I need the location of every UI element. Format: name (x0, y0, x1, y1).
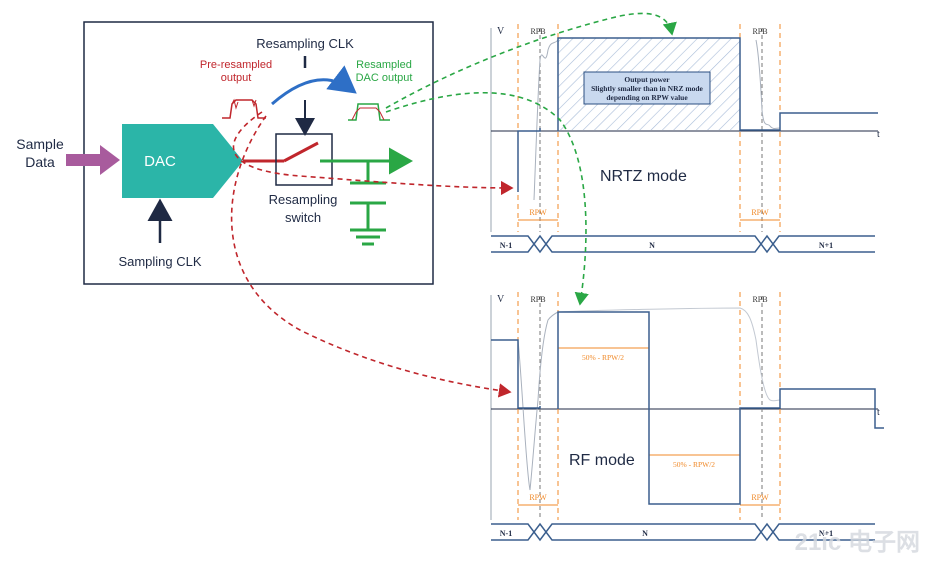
nrtz-transient-1 (533, 39, 559, 201)
nrtz-output-power-box (583, 71, 711, 105)
connector-arrows (230, 12, 677, 398)
resampling-curve-arrow (271, 65, 357, 106)
rf-signal (491, 311, 884, 505)
nrtz-signal (517, 37, 878, 192)
rf-mode-label: RF mode (569, 452, 635, 469)
pre-resampled-label-1: Pre-resampled (200, 59, 272, 71)
rf-t-label: t (877, 407, 880, 418)
sample-data-arrow (66, 145, 120, 175)
rf-bus-top (491, 523, 875, 542)
sampling-clk-label: Sampling CLK (118, 254, 201, 269)
nrtz-rpw-label-2: RPW (751, 208, 769, 217)
nrtz-output-power-line-2: Slightly smaller than in NRZ mode (591, 84, 703, 93)
nrtz-rpb-label-2: RPB (752, 27, 767, 36)
rf-half-label-1: 50% - RPW/2 (582, 353, 624, 362)
resampling-switch-label-1: Resampling (269, 192, 338, 207)
rf-seg-prev: N-1 (500, 529, 512, 538)
rf-v-label: V (497, 294, 505, 305)
watermark: 21ic 电子网 (795, 529, 920, 556)
nrtz-v-label: V (497, 26, 505, 37)
resampled-waveform (348, 103, 390, 121)
dac-label: DAC (144, 153, 176, 170)
nrtz-bus-top (491, 235, 875, 254)
resampling-clk-label: Resampling CLK (256, 36, 354, 51)
rf-rpw-label-2: RPW (751, 493, 769, 502)
nrtz-rpb-label-1: RPB (530, 27, 545, 36)
red-arrow-to-nrtz (232, 111, 514, 196)
rf-seg-next: N+1 (819, 529, 833, 538)
nrtz-seg-cur: N (649, 241, 655, 250)
rf-half-label-2: 50% - RPW/2 (673, 460, 715, 469)
nrtz-transient-2 (755, 39, 781, 129)
nrtz-rpw-label-1: RPW (529, 208, 547, 217)
rf-bus-bottom (491, 522, 875, 541)
nrtz-output-power-line-1: Output power (624, 75, 670, 84)
sample-data-label-2: Data (25, 154, 55, 170)
pre-resampled-waveform (222, 99, 266, 119)
nrtz-mode-label: NRTZ mode (600, 168, 687, 185)
pre-resampled-waveform-ripple (231, 98, 257, 110)
nrtz-panel: V t RPB RPB RPW RPW Output power Slightl… (490, 24, 880, 254)
nrtz-output-power-line-3: depending on RPW value (606, 93, 688, 102)
rf-rpb-label-2: RPB (752, 295, 767, 304)
resampling-switch-label-2: switch (285, 210, 321, 225)
red-arrow-to-rf (230, 115, 512, 398)
resampled-dac-label-1: Resampled (356, 59, 412, 71)
dac-block (122, 124, 243, 198)
rf-panel: V t RPB RPB RPW RPW 50% - RPW/2 50% - RP… (490, 292, 884, 542)
nrtz-bus-bottom (491, 234, 875, 253)
nrtz-seg-next: N+1 (819, 241, 833, 250)
green-arrow-to-nrtz (385, 12, 677, 109)
rf-rpb-label-1: RPB (530, 295, 545, 304)
green-arrow-to-rf (385, 91, 589, 306)
rf-transient-2 (557, 307, 781, 402)
nrtz-seg-prev: N-1 (500, 241, 512, 250)
sample-data-label-1: Sample (16, 136, 64, 152)
block-diagram: Sample Data DAC Sampling CLK Resampling … (16, 21, 434, 285)
resampled-waveform-red (351, 107, 385, 121)
rf-transient-1 (517, 311, 559, 491)
resampled-dac-label-2: DAC output (356, 72, 413, 84)
pre-resampled-label-2: output (221, 72, 252, 84)
rf-rpw-label-1: RPW (529, 493, 547, 502)
resampling-switch-blade (283, 141, 319, 163)
rf-seg-cur: N (642, 529, 648, 538)
nrtz-t-label: t (877, 129, 880, 140)
